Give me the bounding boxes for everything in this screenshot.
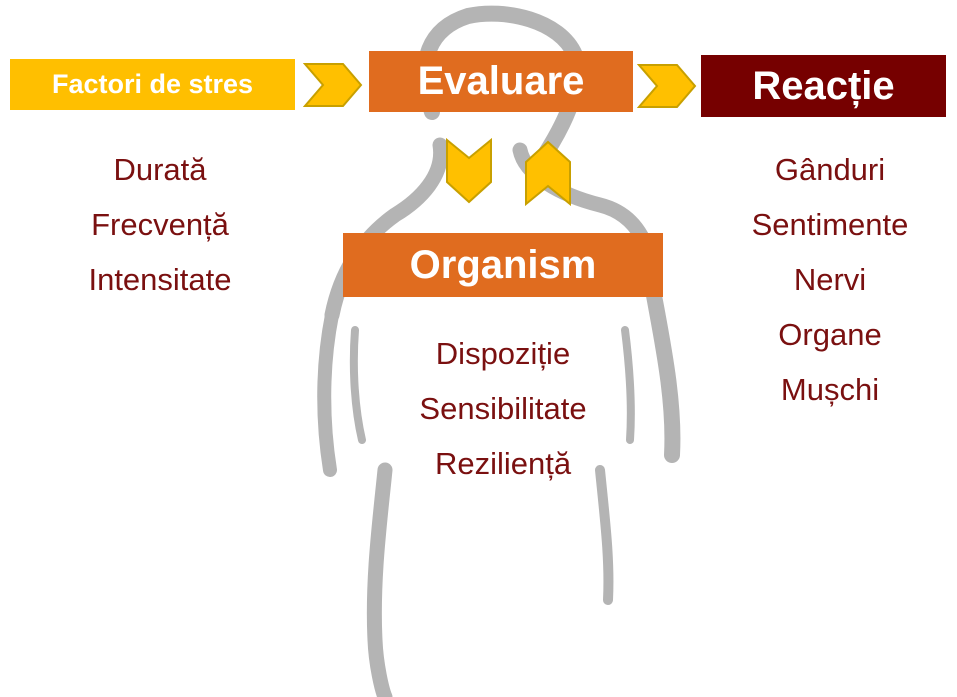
list-item: Frecvență (91, 207, 229, 242)
list-item: Nervi (793, 262, 867, 297)
list-item: Organe (778, 317, 882, 352)
chevron-up-icon (525, 140, 571, 206)
organism-title: Organism (409, 242, 597, 287)
chevron-right-icon (637, 64, 697, 108)
reaction-list: Gânduri Sentimente Nervi Organe Mușchi (700, 142, 957, 417)
chevron-right-icon (303, 63, 363, 107)
stressors-title: Factori de stres (51, 69, 254, 99)
evaluation-title: Evaluare (417, 59, 585, 103)
list-item: Intensitate (88, 262, 232, 297)
list-item: Dispoziție (435, 336, 571, 371)
evaluation-box: Evaluare (369, 51, 633, 112)
list-item: Durată (113, 152, 207, 187)
list-item: Sensibilitate (419, 391, 587, 426)
stressors-box: Factori de stres (10, 59, 295, 110)
organism-box: Organism (343, 233, 663, 297)
list-item: Sentimente (751, 207, 909, 242)
list-item: Mușchi (780, 372, 880, 407)
list-item: Reziliență (434, 446, 572, 481)
list-item: Gânduri (774, 152, 886, 187)
reaction-box: Reacție (701, 55, 946, 117)
reaction-title: Reacție (752, 63, 895, 108)
organism-list: Dispoziție Sensibilitate Reziliență (348, 326, 658, 491)
stressors-list: Durată Frecvență Intensitate (20, 142, 300, 307)
chevron-down-icon (446, 138, 492, 204)
